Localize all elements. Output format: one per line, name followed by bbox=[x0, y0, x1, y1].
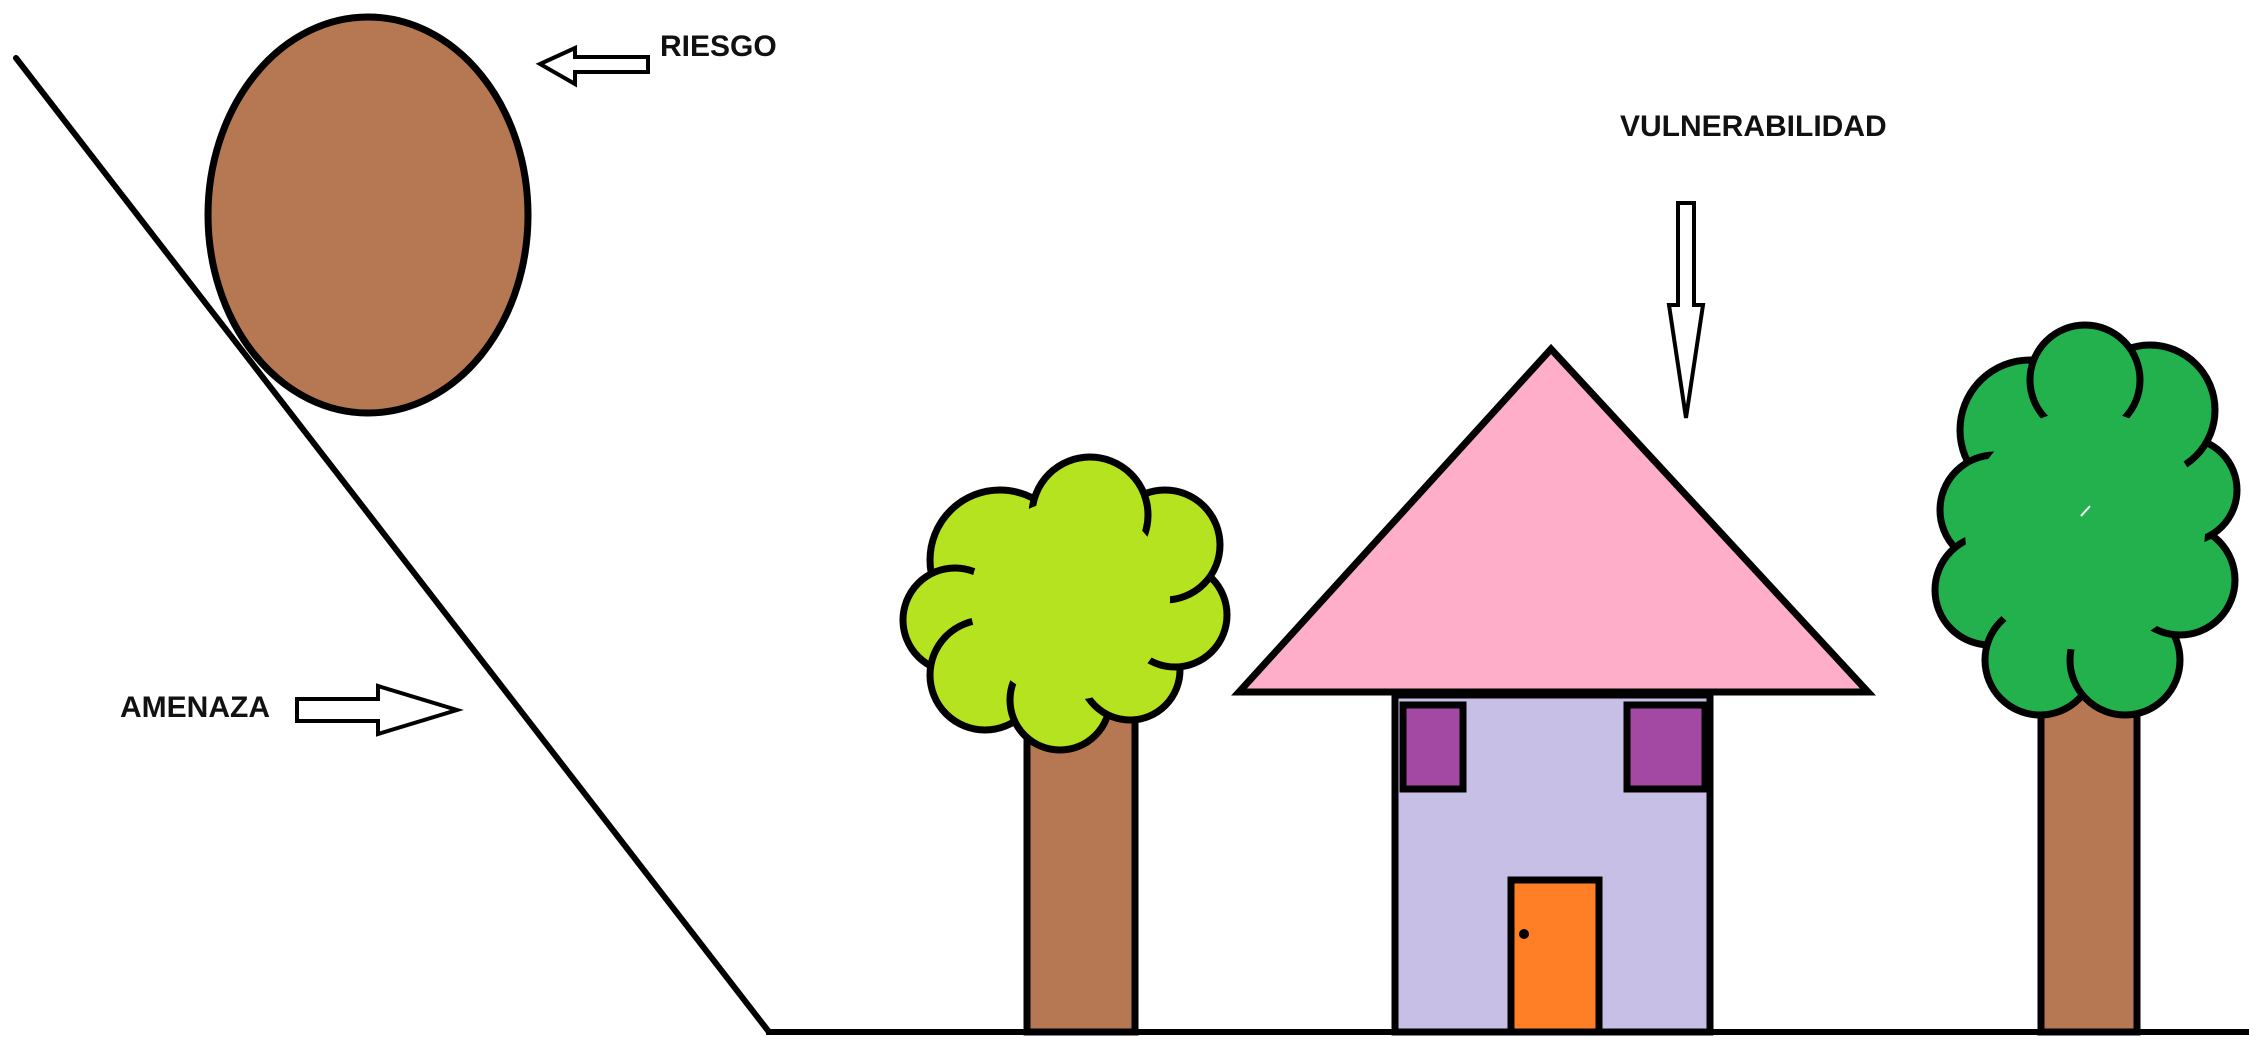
arrow-right-icon bbox=[297, 686, 457, 734]
arrow-left-icon bbox=[540, 48, 648, 84]
tree-right bbox=[1935, 325, 2237, 1032]
house-window-left bbox=[1403, 705, 1463, 789]
label-riesgo: RIESGO bbox=[660, 30, 777, 63]
tree-left bbox=[903, 457, 1227, 1032]
house-door bbox=[1511, 880, 1599, 1032]
house-roof bbox=[1239, 349, 1868, 692]
tree-right-trunk bbox=[2041, 690, 2137, 1032]
label-vulnerabilidad: VULNERABILIDAD bbox=[1620, 110, 1887, 143]
tree-left-crown bbox=[903, 457, 1227, 750]
house-window-right bbox=[1627, 705, 1705, 789]
house bbox=[1239, 349, 1868, 1032]
boulder bbox=[208, 17, 528, 413]
arrow-down-icon bbox=[1669, 203, 1703, 418]
door-knob bbox=[1519, 929, 1529, 939]
label-amenaza: AMENAZA bbox=[120, 691, 270, 724]
tree-right-crown bbox=[1935, 325, 2237, 715]
